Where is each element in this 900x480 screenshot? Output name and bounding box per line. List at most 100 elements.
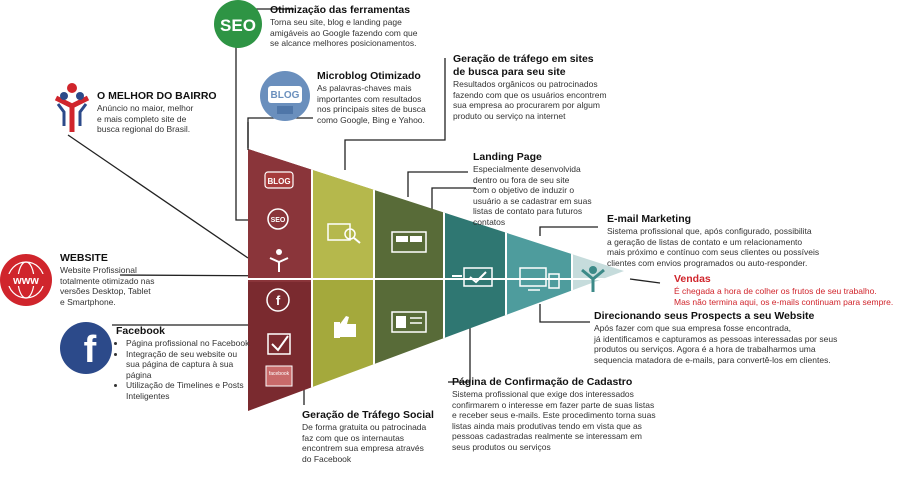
website-line: versões Desktop, Tablet xyxy=(60,286,151,297)
blog-line: nos principais sites de busca xyxy=(317,104,426,115)
email-line: clientes com envios programados ou auto-… xyxy=(607,257,808,268)
funnel-blog-badge-icon: BLOG xyxy=(264,171,294,189)
svg-text:facebook: facebook xyxy=(269,371,290,377)
landing-line: Especialmente desenvolvida xyxy=(473,164,581,174)
email-line: a geração de listas de contato e um rela… xyxy=(607,236,803,247)
seo-line: Torna seu site, blog e landing page xyxy=(270,17,402,27)
form-page-icon xyxy=(391,311,427,333)
email-line: Sistema profissional que, após configura… xyxy=(607,226,812,236)
confirmacao-line: listas ainda mais produtivas tendo em vi… xyxy=(452,420,642,431)
landing-title: Landing Page xyxy=(473,151,542,163)
blog-title: Microblog Otimizado xyxy=(317,70,421,82)
landing-line: usuário a se cadastrar em suas xyxy=(473,195,592,206)
social-block: Geração de Tráfego Social De forma gratu… xyxy=(302,409,442,464)
seo-block: Otimização das ferramentas Torna seu sit… xyxy=(270,4,460,49)
bairro-block: O MELHOR DO BAIRRO Anúncio no maior, mel… xyxy=(97,90,237,135)
confirmacao-title: Página de Confirmação de Cadastro xyxy=(452,376,633,388)
facebook-icon: f xyxy=(60,322,112,374)
geracao-busca-line: sua empresa ao procurarem por algum xyxy=(453,100,600,111)
social-line: do Facebook xyxy=(302,453,352,464)
seo-line: amigáveis ao Google fazendo com que xyxy=(270,27,418,38)
landing-line: dentro ou fora de seu site xyxy=(473,174,570,185)
vendas-line: É chegada a hora de colher os frutos de … xyxy=(674,286,877,296)
confirm-screen-icon xyxy=(452,267,493,287)
landing-line: listas de contato para futuros xyxy=(473,206,583,217)
email-title: E-mail Marketing xyxy=(607,213,692,225)
funnel-facebook-badge-icon: f xyxy=(266,288,290,312)
social-line: De forma gratuita ou patrocinada xyxy=(302,422,427,432)
funnel-seo-badge-icon: SEO xyxy=(267,208,289,230)
search-magnifier-icon xyxy=(327,223,361,244)
geracao-busca-line: Resultados orgânicos ou patrocinados xyxy=(453,79,598,89)
connector-lines xyxy=(67,8,661,405)
prospects-line: sequencia matadora de e-mails, para conv… xyxy=(594,354,831,365)
confirmacao-line: confirmarem o interesse em fazer parte d… xyxy=(452,399,655,410)
vendas-line: Mas não termina aqui, os e-mails continu… xyxy=(674,296,894,307)
geracao-busca-title: de busca para seu site xyxy=(453,66,566,78)
social-line: faz com que os internautas xyxy=(302,432,405,443)
svg-text:www: www xyxy=(12,275,39,287)
svg-text:SEO: SEO xyxy=(271,217,286,224)
social-line: encontrem sua empresa através xyxy=(302,443,424,454)
sales-person-icon xyxy=(581,266,605,292)
geracao-busca-line: produto ou serviço na internet xyxy=(453,110,566,121)
email-line: mais próximo e contínuo com seus cliente… xyxy=(607,247,820,258)
bairro-line: busca regional do Brasil. xyxy=(97,124,191,135)
geracao-busca-block: Geração de tráfego em sites de busca par… xyxy=(453,53,653,121)
facebook-item: Utilização de Timelines e Posts Intelige… xyxy=(126,380,252,401)
blog-line: As palavras-chaves mais xyxy=(317,83,412,93)
confirmacao-line: Sistema profissional que exige dos inter… xyxy=(452,389,634,399)
funnel-person-icon xyxy=(269,249,289,272)
facebook-item: Integração de seu website ou sua página … xyxy=(126,349,252,381)
svg-text:SEO: SEO xyxy=(220,16,256,35)
email-block: E-mail Marketing Sistema profissional qu… xyxy=(607,213,847,268)
devices-icon xyxy=(519,267,560,291)
landing-block: Landing Page Especialmente desenvolvida … xyxy=(473,151,603,228)
seo-icon: SEO xyxy=(214,0,262,48)
facebook-block: Facebook Página profissional no Facebook… xyxy=(116,325,252,402)
facebook-title: Facebook xyxy=(116,325,166,337)
svg-text:f: f xyxy=(84,329,97,371)
svg-text:f: f xyxy=(276,293,281,308)
funnel-tablet-icon: facebook xyxy=(265,365,293,387)
geracao-busca-line: fazendo com que os usuários encontrem xyxy=(453,89,607,100)
prospects-line: produtos ou serviços. Agora é a hora de … xyxy=(594,344,816,355)
confirmacao-line: pessoas cadastradas realmente se interes… xyxy=(452,431,642,442)
website-line: Website Profissional xyxy=(60,265,137,275)
landing-line: contatos xyxy=(473,216,506,227)
seo-line: se alcance melhores posicionamentos. xyxy=(270,38,417,49)
website-line: e Smartphone. xyxy=(60,296,116,307)
vendas-block: Vendas É chegada a hora de colher os fru… xyxy=(674,273,898,307)
bairro-line: Anúncio no maior, melhor xyxy=(97,103,194,113)
prospects-line: já identificamos e capturamos as pessoas… xyxy=(594,333,838,344)
website-block: WEBSITE Website Profissional totalmente … xyxy=(60,252,170,307)
www-globe-icon: www xyxy=(0,254,52,306)
seo-title: Otimização das ferramentas xyxy=(270,4,411,16)
website-title: WEBSITE xyxy=(60,252,108,264)
bairro-title: O MELHOR DO BAIRRO xyxy=(97,90,217,102)
prospects-block: Direcionando seus Prospects a seu Websit… xyxy=(594,310,844,365)
facebook-item: Página profissional no Facebook xyxy=(126,338,252,349)
prospects-title: Direcionando seus Prospects a seu Websit… xyxy=(594,310,815,322)
bairro-people-icon xyxy=(54,83,90,132)
social-title: Geração de Tráfego Social xyxy=(302,409,434,421)
bairro-line: e mais completo site de xyxy=(97,113,187,124)
vendas-title: Vendas xyxy=(674,273,711,285)
blog-block: Microblog Otimizado As palavras-chaves m… xyxy=(317,70,457,125)
confirmacao-block: Página de Confirmação de Cadastro Sistem… xyxy=(452,376,674,453)
svg-text:BLOG: BLOG xyxy=(271,90,300,101)
prospects-line: Após fazer com que sua empresa fosse enc… xyxy=(594,323,792,333)
facebook-list: Página profissional no Facebook Integraç… xyxy=(116,338,252,402)
confirmacao-line: e receber seus e-mails. Este procediment… xyxy=(452,410,656,421)
svg-text:BLOG: BLOG xyxy=(267,177,290,186)
landing-line: com o objetivo de induzir o xyxy=(473,185,575,196)
funnel-check-box-icon xyxy=(267,333,291,355)
landing-page-icon xyxy=(391,231,427,253)
blog-icon: BLOG xyxy=(260,71,310,121)
blog-line: como Google, Bing e Yahoo. xyxy=(317,114,425,125)
blog-line: importantes com resultados xyxy=(317,93,422,104)
thumbs-up-icon xyxy=(334,316,356,338)
confirmacao-line: seus produtos ou serviços xyxy=(452,441,551,452)
website-line: totalmente otimizado nas xyxy=(60,275,155,286)
